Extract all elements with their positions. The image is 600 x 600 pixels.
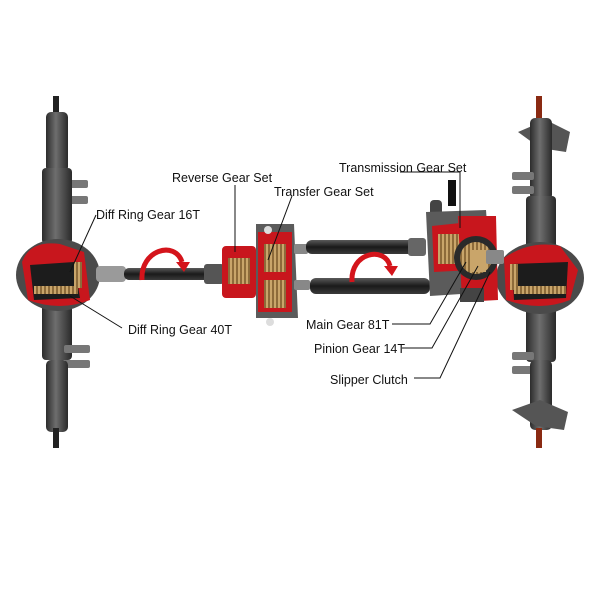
left-axle: [16, 96, 100, 448]
leader-lines: [69, 171, 491, 379]
front-driveshaft: [96, 264, 224, 284]
label-transmission-gear-set: Transmission Gear Set: [339, 161, 467, 175]
label-slipper-clutch: Slipper Clutch: [330, 373, 408, 387]
rotation-arrow-right: [349, 251, 398, 283]
left-differential: [16, 239, 100, 311]
label-reverse-gear-set: Reverse Gear Set: [172, 171, 273, 185]
center-shafts: [306, 238, 430, 294]
rotation-arrow-left: [139, 247, 190, 281]
transfer-case: [222, 224, 310, 326]
label-diff-ring-gear-16t: Diff Ring Gear 16T: [96, 208, 200, 222]
transmission: [426, 180, 504, 302]
label-transfer-gear-set: Transfer Gear Set: [274, 185, 374, 199]
right-differential: [496, 242, 584, 314]
label-main-gear-81t: Main Gear 81T: [306, 318, 390, 332]
label-pinion-gear-14t: Pinion Gear 14T: [314, 342, 405, 356]
right-axle: [496, 96, 584, 448]
label-diff-ring-gear-40t: Diff Ring Gear 40T: [128, 323, 232, 337]
